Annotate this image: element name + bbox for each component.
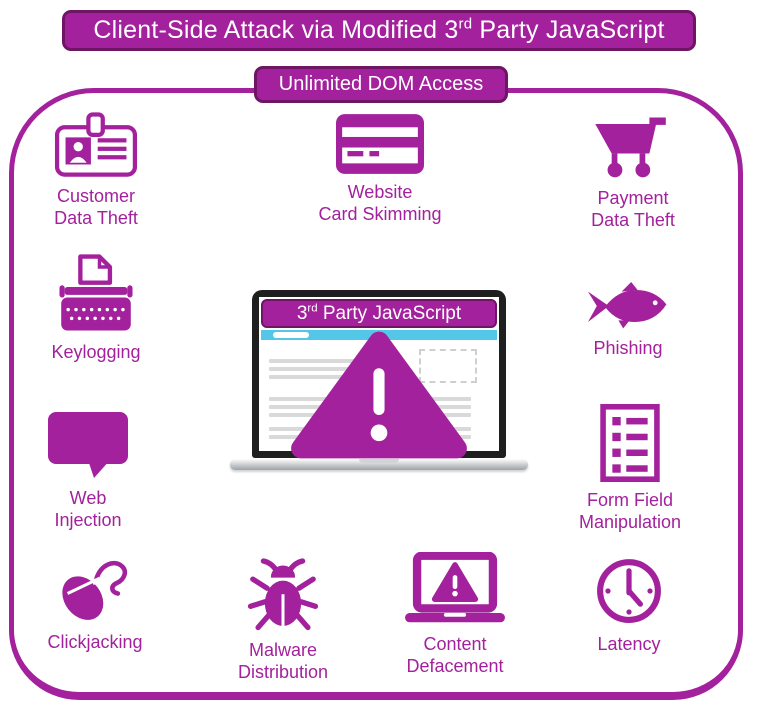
item-label: Keylogging — [51, 342, 141, 362]
clock-icon — [559, 556, 699, 626]
title-banner: Client-Side Attack via Modified 3rd Part… — [62, 10, 696, 51]
fish-icon — [558, 282, 698, 330]
item-clickjacking: Clickjacking — [25, 560, 165, 653]
id-card-icon — [26, 112, 166, 178]
dom-access-badge: Unlimited DOM Access — [254, 66, 508, 103]
screen-titlebar: 3rd Party JavaScript — [261, 299, 497, 328]
dom-access-label: Unlimited DOM Access — [278, 73, 484, 95]
computer-mouse-icon — [25, 560, 165, 624]
bug-icon — [213, 556, 353, 632]
title-text: Client-Side Attack via Modified 3rd Part… — [93, 15, 665, 44]
wireframe-ad-placeholder — [419, 349, 477, 383]
speech-bubble-icon — [18, 412, 158, 480]
navbar-pill — [273, 332, 309, 338]
laptop-base — [230, 459, 528, 470]
typewriter-icon — [26, 252, 166, 334]
item-keylogging: Keylogging — [26, 252, 166, 363]
credit-card-icon — [310, 112, 450, 174]
laptop-base-notch — [359, 459, 399, 463]
form-checklist-icon — [560, 402, 700, 482]
item-label: Clickjacking — [47, 632, 143, 652]
shopping-cart-icon — [563, 110, 703, 180]
item-label: Latency — [597, 634, 661, 654]
wireframe-text-line — [269, 359, 387, 363]
wireframe-text-line — [269, 367, 387, 371]
center-laptop: 3rd Party JavaScript — [230, 290, 528, 480]
wireframe-text-line — [269, 375, 387, 379]
item-latency: Latency — [559, 556, 699, 655]
item-phishing: Phishing — [558, 282, 698, 359]
laptop-warning-icon — [385, 552, 525, 626]
warning-triangle-icon — [291, 331, 467, 459]
item-label: Phishing — [593, 338, 663, 358]
screen-title: 3rd Party JavaScript — [296, 302, 462, 324]
